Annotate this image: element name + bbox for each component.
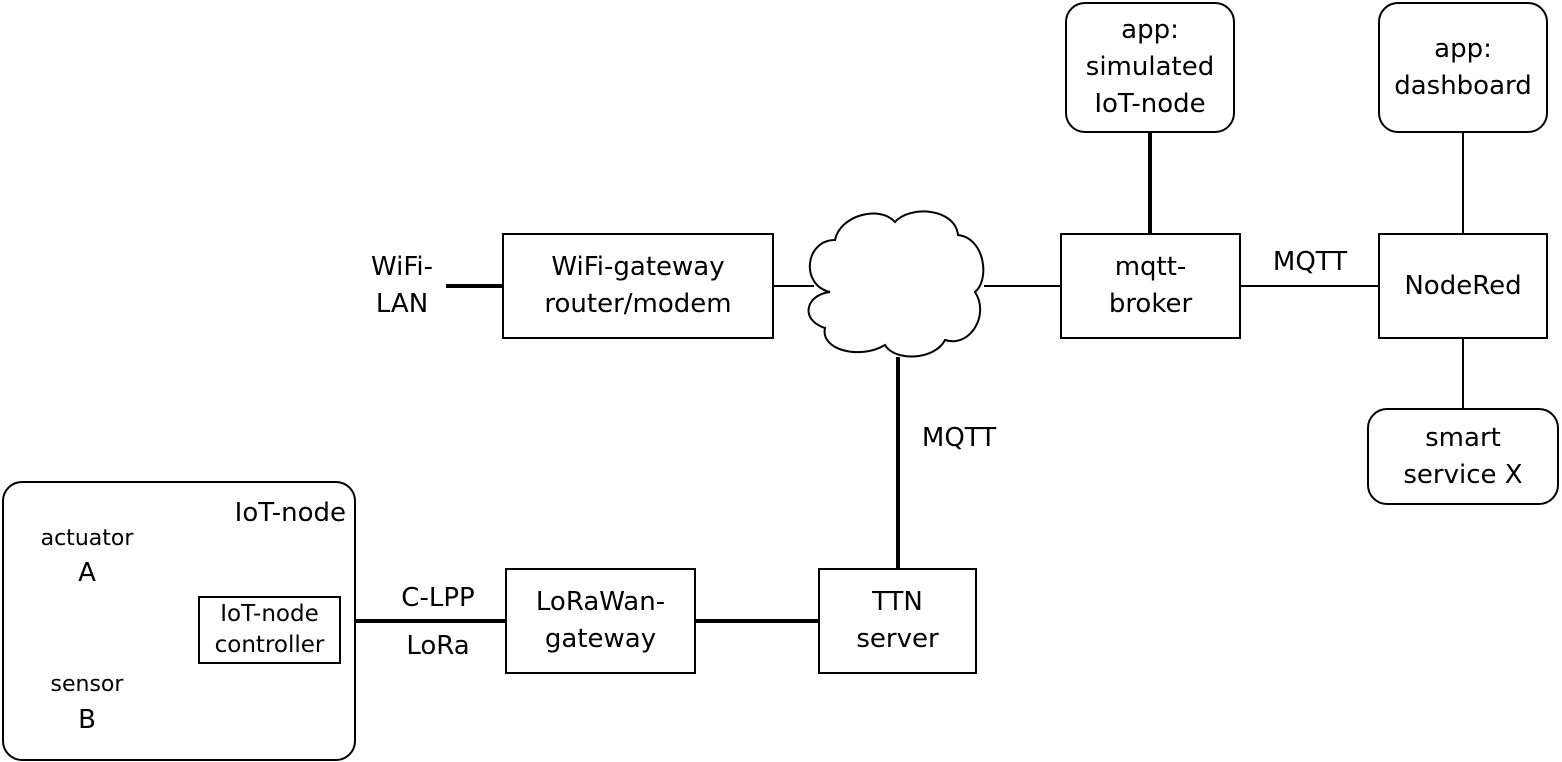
wifi-gateway-box: WiFi-gateway router/modem [502,233,774,339]
iot-controller-box: IoT-node controller [198,596,341,664]
mqtt-mid-edge-label: MQTT [921,423,997,453]
app-simulated-iot-node-label: app: simulated IoT-node [1085,15,1215,119]
clpp-edge-label: C-LPP [401,583,475,613]
internet-cloud-icon [807,210,985,358]
lorawan-gateway-label: LoRaWan- gateway [535,587,666,654]
wifi-gateway-label: WiFi-gateway router/modem [544,252,732,319]
iot-controller-label: IoT-node controller [214,601,325,658]
mqtt-top-edge-label: MQTT [1272,247,1348,277]
smart-service-label: smart service X [1403,422,1523,490]
actuator-letter: A [78,558,96,588]
mqtt-broker-label: mqtt- broker [1108,252,1193,319]
iot-node-group-title: IoT-node [234,498,346,528]
actuator-label: actuator [40,526,134,551]
ttn-server-label: TTN server [856,587,939,654]
smart-service-box: smart service X [1367,408,1559,505]
app-simulated-iot-node-box: app: simulated IoT-node [1065,2,1235,133]
app-dashboard-box: app: dashboard [1378,2,1548,133]
sensor-label: sensor [50,672,124,697]
wifi-lan-label: WiFi- LAN [370,252,434,319]
lorawan-gateway-box: LoRaWan- gateway [505,568,696,674]
nodered-label: NodeRed [1404,270,1522,301]
sensor-letter: B [78,705,96,735]
nodered-box: NodeRed [1378,233,1548,339]
app-dashboard-label: app: dashboard [1394,33,1532,101]
lora-edge-label: LoRa [406,631,470,661]
ttn-server-box: TTN server [818,568,977,674]
mqtt-broker-box: mqtt- broker [1060,233,1241,339]
